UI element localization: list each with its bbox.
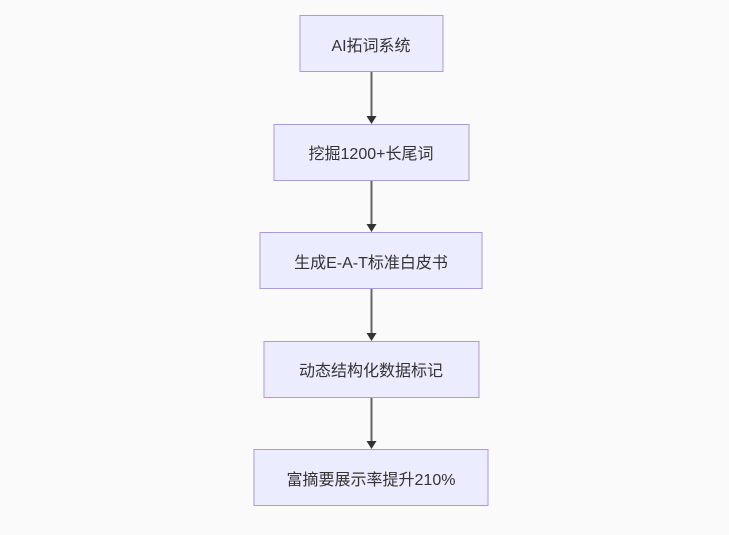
flow-node-2: 挖掘1200+长尾词 bbox=[273, 123, 469, 181]
flow-node-1: AI拓词系统 bbox=[299, 15, 443, 72]
flow-node-1-label: AI拓词系统 bbox=[331, 37, 411, 55]
flowchart-canvas: AI拓词系统 挖掘1200+长尾词 生成E-A-T标准白皮书 动态结构化数据标记… bbox=[253, 15, 489, 506]
flow-arrow-4-5 bbox=[365, 397, 377, 449]
flow-node-4-label: 动态结构化数据标记 bbox=[298, 363, 443, 380]
flow-node-3-label: 生成E-A-T标准白皮书 bbox=[294, 254, 448, 272]
flow-node-3: 生成E-A-T标准白皮书 bbox=[259, 232, 483, 289]
flow-node-4: 动态结构化数据标记 bbox=[263, 340, 479, 398]
flow-node-5: 富摘要展示率提升210% bbox=[253, 449, 489, 506]
flow-arrow-1-2 bbox=[365, 72, 377, 124]
arrow-line bbox=[370, 180, 372, 224]
flow-node-2-label: 挖掘1200+长尾词 bbox=[308, 146, 434, 163]
arrowhead-down-icon bbox=[366, 332, 376, 341]
arrow-line bbox=[370, 289, 372, 333]
arrowhead-down-icon bbox=[366, 115, 376, 124]
flow-node-5-label: 富摘要展示率提升210% bbox=[286, 471, 456, 489]
arrowhead-down-icon bbox=[366, 441, 376, 449]
arrow-line bbox=[370, 397, 372, 441]
flow-arrow-3-4 bbox=[365, 289, 377, 341]
flow-arrow-2-3 bbox=[365, 180, 377, 232]
arrowhead-down-icon bbox=[366, 224, 376, 232]
arrow-line bbox=[370, 72, 372, 116]
